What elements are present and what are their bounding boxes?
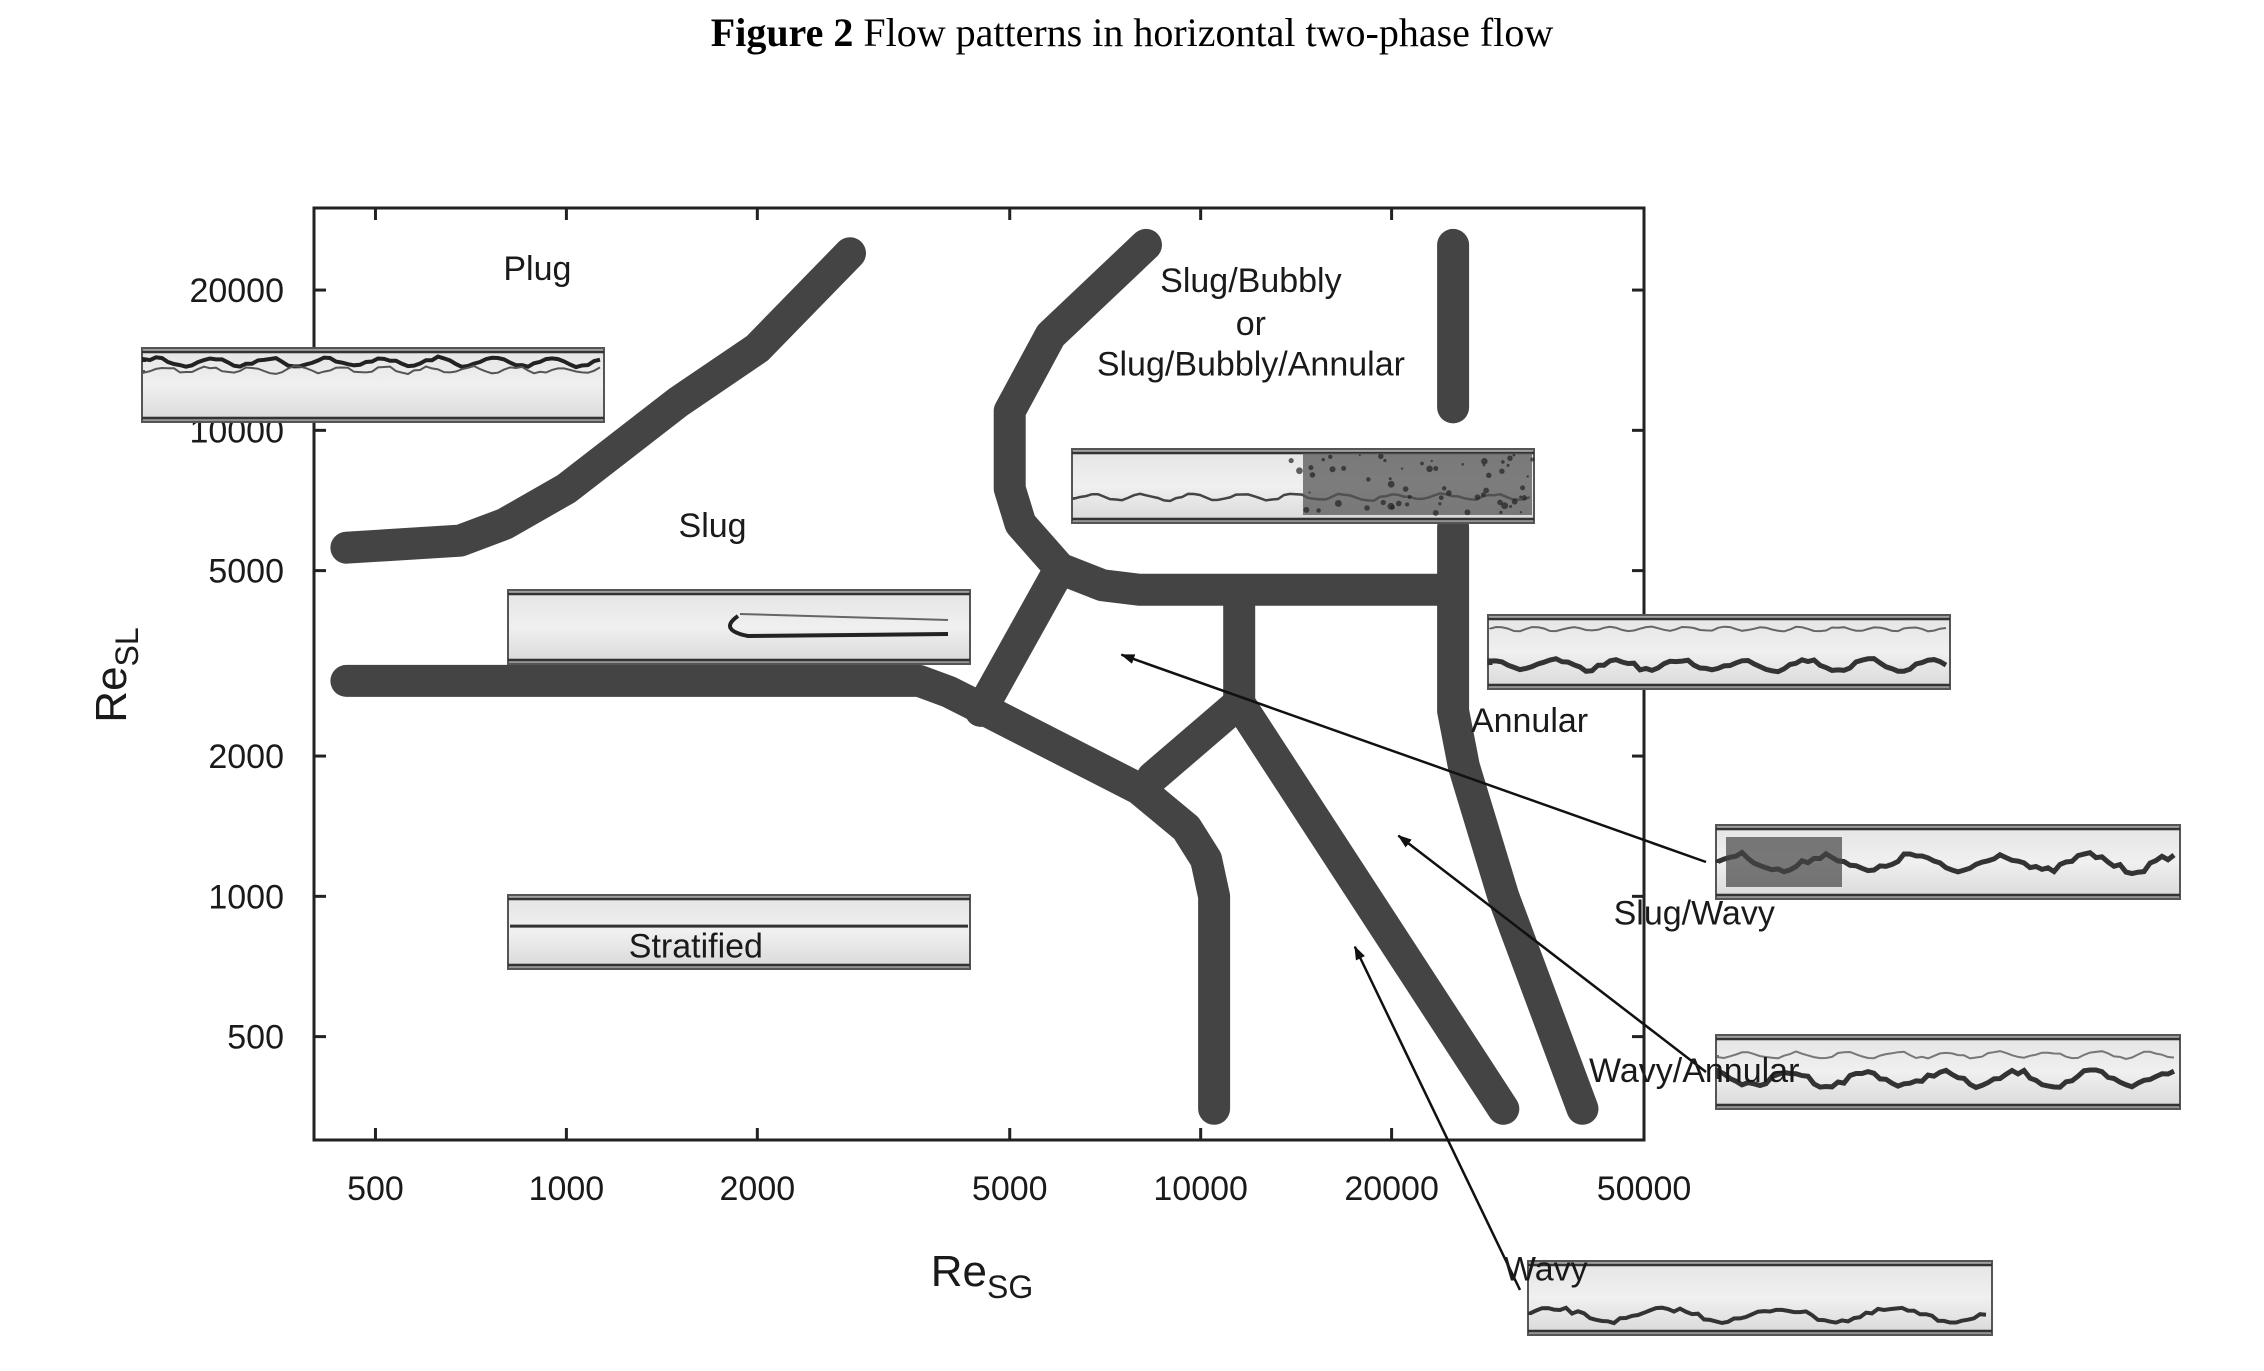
x-tick-label: 10000 bbox=[1153, 1170, 1248, 1208]
x-tick-label: 20000 bbox=[1344, 1170, 1439, 1208]
photo-inset-wavy bbox=[1527, 1260, 1993, 1336]
region-label-stratified: Stratified bbox=[629, 927, 763, 965]
x-tick-labels: 500 1000 2000 5000 10000 20000 50000 bbox=[347, 1170, 1691, 1208]
x-tick-label: 1000 bbox=[529, 1170, 605, 1208]
arrow-wavy bbox=[1353, 945, 1522, 1291]
regime-boundary-7 bbox=[1136, 687, 1256, 794]
x-axis-label: ReSG bbox=[931, 1247, 1033, 1305]
photo-inset-slug-bubbly-annular bbox=[1071, 448, 1535, 524]
y-tick-label: 2000 bbox=[208, 738, 284, 776]
y-axis-label: ReSL bbox=[87, 627, 145, 722]
region-label-or: or bbox=[1236, 305, 1266, 343]
regime-boundaries bbox=[330, 228, 1599, 1125]
arrow-slug-wavy bbox=[1120, 653, 1707, 864]
arrow-wavy-annular bbox=[1397, 834, 1707, 1073]
region-label-slug-bubbly-annular: Slug/Bubbly/Annular bbox=[1097, 346, 1405, 384]
x-tick-label: 2000 bbox=[720, 1170, 796, 1208]
y-tick-label: 5000 bbox=[208, 553, 284, 591]
photo-inset-plug bbox=[141, 347, 605, 423]
figure-caption-label: Figure 2 bbox=[711, 10, 854, 55]
regime-boundary-5 bbox=[1044, 552, 1470, 606]
region-label-wavy: Wavy bbox=[1504, 1250, 1588, 1288]
regime-boundary-3 bbox=[964, 552, 1076, 727]
region-label-slug: Slug bbox=[679, 507, 747, 545]
x-tick-label: 5000 bbox=[972, 1170, 1048, 1208]
figure-caption-text: Flow patterns in horizontal two-phase fl… bbox=[853, 10, 1553, 55]
regime-boundary-4 bbox=[993, 228, 1162, 585]
figure-caption: Figure 2 Flow patterns in horizontal two… bbox=[711, 10, 1554, 55]
region-label-wavy-annular: Wavy/Annular bbox=[1589, 1052, 1799, 1090]
photo-inset-slug-wavy bbox=[1715, 824, 2181, 900]
x-tick-label: 500 bbox=[347, 1170, 404, 1208]
region-label-slug-wavy: Slug/Wavy bbox=[1614, 895, 1775, 933]
region-label-slug-bubbly: Slug/Bubbly bbox=[1160, 262, 1341, 300]
annotation-arrows bbox=[1120, 653, 1707, 1291]
regime-boundary-10 bbox=[1437, 511, 1599, 1125]
y-tick-label: 1000 bbox=[208, 878, 284, 916]
region-label-annular: Annular bbox=[1471, 702, 1588, 740]
regime-boundary-8 bbox=[1223, 687, 1520, 1125]
regime-boundary-2 bbox=[330, 664, 1231, 1125]
x-tick-label: 50000 bbox=[1597, 1170, 1692, 1208]
photo-insets bbox=[141, 347, 2181, 1336]
y-tick-label: 500 bbox=[227, 1019, 284, 1057]
photo-inset-annular bbox=[1487, 614, 1951, 690]
regime-boundary-1 bbox=[330, 237, 866, 564]
photo-inset-wavy-annular bbox=[1715, 1034, 2181, 1110]
photo-inset-stratified bbox=[507, 894, 971, 970]
region-label-plug: Plug bbox=[503, 250, 571, 288]
photo-inset-slug bbox=[507, 589, 971, 665]
y-tick-label: 20000 bbox=[189, 272, 284, 310]
axis-ticks bbox=[314, 208, 1646, 1140]
